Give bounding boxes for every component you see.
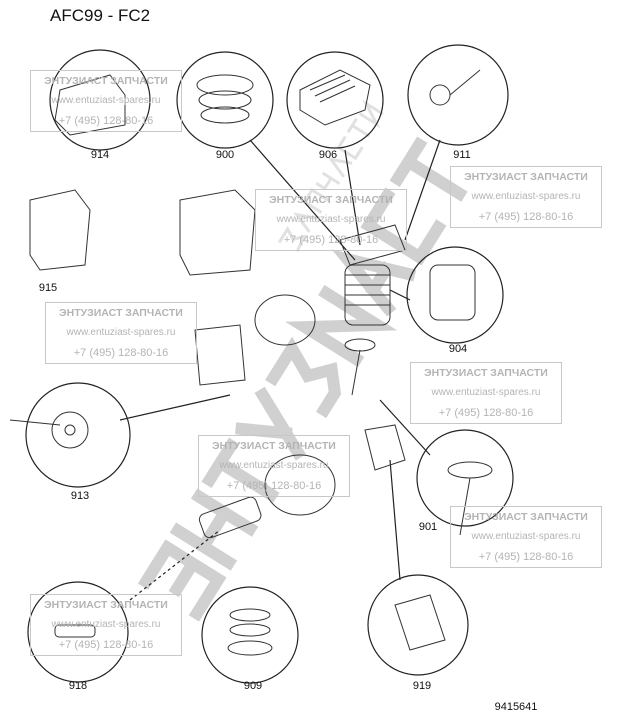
watermark-site: www.entuziast-spares.ru <box>431 387 541 398</box>
part-label-909: 909 <box>243 680 263 692</box>
watermark-box: ЭНТУЗИАСТ ЗАПЧАСТИ www.entuziast-spares.r… <box>45 302 197 364</box>
watermark-name: ЭНТУЗИАСТ ЗАПЧАСТИ <box>464 511 588 523</box>
watermark-site: www.entuziast-spares.ru <box>219 460 329 471</box>
detail-circle-919 <box>367 574 469 676</box>
detail-circle-900 <box>176 51 274 149</box>
part-label-918: 918 <box>68 680 88 692</box>
watermark-site: www.entuziast-spares.ru <box>66 327 176 338</box>
watermark-site: www.entuziast-spares.ru <box>471 531 581 542</box>
watermark-phone: +7 (495) 128-80-16 <box>58 115 154 127</box>
watermark-box: ЭНТУЗИАСТ ЗАПЧАСТИ www.entuziast-spares.r… <box>30 594 182 656</box>
watermark-box: ЭНТУЗИАСТ ЗАПЧАСТИ www.entuziast-spares.r… <box>450 506 602 568</box>
watermark-site: www.entuziast-spares.ru <box>51 619 161 630</box>
detail-circle-918 <box>27 581 129 683</box>
drawing-number: 9415641 <box>494 701 538 713</box>
watermark-phone: +7 (495) 128-80-16 <box>438 407 534 419</box>
part-label-906: 906 <box>318 149 338 161</box>
watermark-name: ЭНТУЗИАСТ ЗАПЧАСТИ <box>464 171 588 183</box>
detail-circle-904 <box>406 246 504 344</box>
part-label-901: 901 <box>418 521 438 533</box>
watermark-site: www.entuziast-spares.ru <box>51 95 161 106</box>
watermark-name: ЭНТУЗИАСТ ЗАПЧАСТИ <box>59 307 183 319</box>
part-label-914: 914 <box>90 149 110 161</box>
watermark-phone: +7 (495) 128-80-16 <box>73 347 169 359</box>
watermark-name: ЭНТУЗИАСТ ЗАПЧАСТИ <box>44 75 168 87</box>
detail-circle-913 <box>25 382 131 488</box>
cover-914 <box>54 74 126 136</box>
detail-circle-901 <box>416 429 514 527</box>
watermark-name: ЭНТУЗИАСТ ЗАПЧАСТИ <box>212 440 336 452</box>
watermark-phone: +7 (495) 128-80-16 <box>478 211 574 223</box>
watermark-large-sub <box>277 99 384 253</box>
part-label-913: 913 <box>70 490 90 502</box>
watermark-name: ЭНТУЗИАСТ ЗАПЧАСТИ <box>424 367 548 379</box>
watermark-box: ЭНТУЗИАСТ ЗАПЧАСТИ www.entuziast-spares.r… <box>255 189 407 251</box>
watermark-phone: +7 (495) 128-80-16 <box>283 234 379 246</box>
watermark-box: ЭНТУЗИАСТ ЗАПЧАСТИ www.entuziast-spares.r… <box>410 362 562 424</box>
watermark-phone: +7 (495) 128-80-16 <box>226 480 322 492</box>
part-label-911: 911 <box>453 149 471 161</box>
detail-circle-909 <box>201 586 299 684</box>
watermark-box: ЭНТУЗИАСТ ЗАПЧАСТИ www.entuziast-spares.r… <box>198 435 350 497</box>
watermark-site: www.entuziast-spares.ru <box>276 214 386 225</box>
detail-circle-911 <box>407 44 509 146</box>
watermark-box: ЭНТУЗИАСТ ЗАПЧАСТИ www.entuziast-spares.r… <box>30 70 182 132</box>
part-label-904: 904 <box>448 343 468 355</box>
part-label-919: 919 <box>412 680 432 692</box>
watermark-site: www.entuziast-spares.ru <box>471 191 581 202</box>
watermark-box: ЭНТУЗИАСТ ЗАПЧАСТИ www.entuziast-spares.r… <box>450 166 602 228</box>
part-label-915: 915 <box>38 282 58 294</box>
watermark-phone: +7 (495) 128-80-16 <box>58 639 154 651</box>
detail-circle-914 <box>49 49 151 151</box>
diagram-title: AFC99 - FC2 <box>50 6 151 25</box>
watermark-name: ЭНТУЗИАСТ ЗАПЧАСТИ <box>269 194 393 206</box>
detail-circle-906 <box>286 51 384 149</box>
part-label-900: 900 <box>215 149 235 161</box>
watermark-name: ЭНТУЗИАСТ ЗАПЧАСТИ <box>44 599 168 611</box>
watermark-phone: +7 (495) 128-80-16 <box>478 551 574 563</box>
